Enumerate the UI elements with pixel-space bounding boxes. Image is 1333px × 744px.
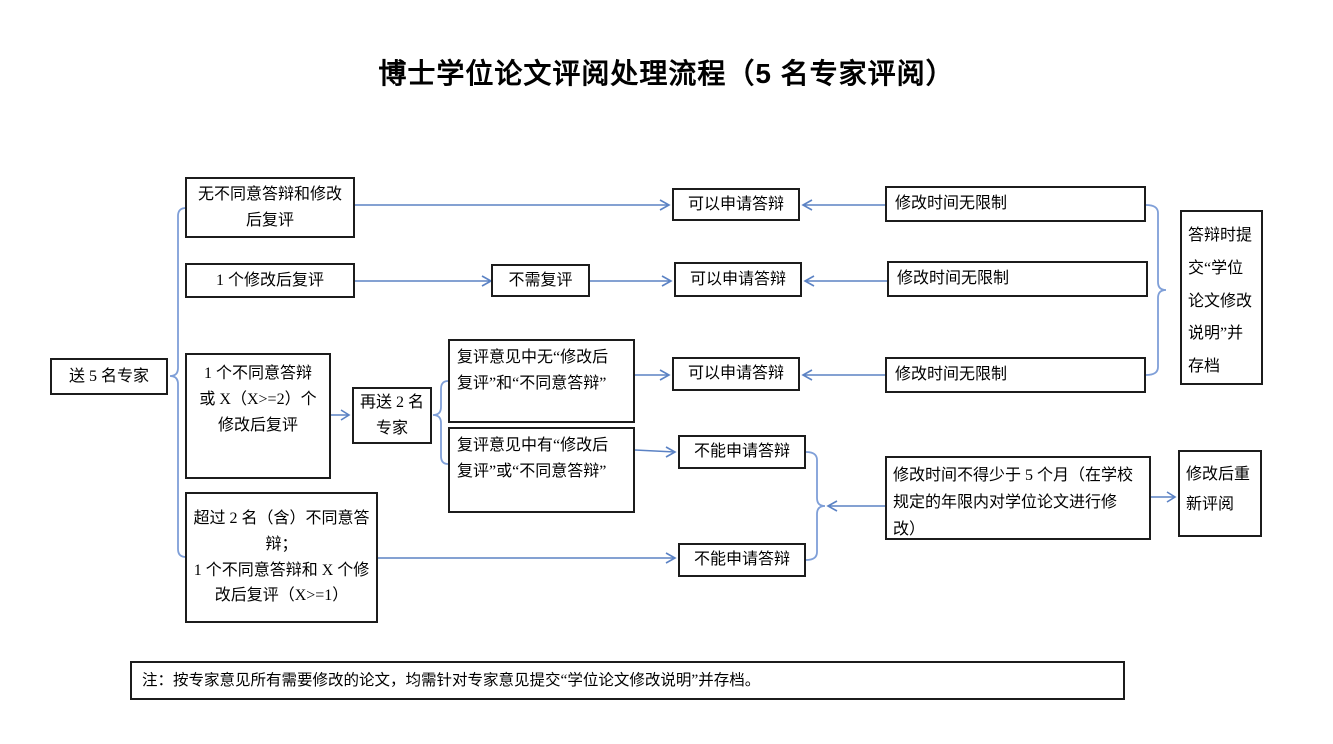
node-recheck-without-terms: 复评意见中无“修改后 复评”和“不同意答辩” <box>448 339 635 423</box>
node-can-apply-defense-2: 可以申请答辩 <box>674 262 802 297</box>
node-cannot-apply-defense-2: 不能申请答辩 <box>678 543 806 577</box>
node-send-5-experts: 送 5 名专家 <box>50 358 168 395</box>
node-archive-statement: 答辩时提 交“学位 论文修改 说明”并 存档 <box>1180 210 1263 385</box>
arrowhead <box>826 500 838 512</box>
node-time-unlimited-1: 修改时间无限制 <box>885 186 1146 222</box>
node-recheck-with-terms: 复评意见中有“修改后 复评”或“不同意答辩” <box>448 427 635 513</box>
node-no-objection-branch: 无不同意答辩和修改 后复评 <box>185 177 355 238</box>
cannot-apply-bracket <box>805 451 826 561</box>
arrowhead <box>801 369 813 381</box>
node-can-apply-defense-1: 可以申请答辩 <box>672 188 800 221</box>
arrowhead <box>801 199 813 211</box>
node-resend-two-experts: 再送 2 名 专家 <box>352 387 432 444</box>
time-unlimited-bracket <box>1145 204 1167 376</box>
node-rereview-after-revision: 修改后重 新评阅 <box>1178 450 1262 537</box>
node-no-recheck-needed: 不需复评 <box>491 264 590 297</box>
node-five-months-rule: 修改时间不得少于 5 个月（在学校 规定的年限内对学位论文进行修 改） <box>885 456 1151 540</box>
node-time-unlimited-3: 修改时间无限制 <box>885 357 1146 393</box>
arrowhead <box>665 446 677 458</box>
footnote-box: 注：按专家意见所有需要修改的论文，均需针对专家意见提交“学位论文修改说明”并存档… <box>130 661 1125 700</box>
arrowhead <box>803 275 815 287</box>
node-one-recheck-branch: 1 个修改后复评 <box>185 263 355 298</box>
node-one-disagree-branch: 1 个不同意答辩 或 X（X>=2）个 修改后复评 <box>185 353 331 479</box>
node-over-two-disagree-branch: 超过 2 名（含）不同意答 辩； 1 个不同意答辩和 X 个修 改后复评（X>=… <box>185 492 378 623</box>
arrow-recheckyes-to-cannot1 <box>634 449 676 453</box>
arrowhead <box>665 552 677 564</box>
arrowhead <box>659 369 671 381</box>
page-title: 博士学位论文评阅处理流程（5 名专家评阅） <box>378 58 955 89</box>
node-can-apply-defense-3: 可以申请答辩 <box>672 357 800 391</box>
arrowhead <box>659 199 671 211</box>
arrowhead <box>340 409 351 421</box>
node-time-unlimited-2: 修改时间无限制 <box>887 261 1148 297</box>
node-cannot-apply-defense-1: 不能申请答辩 <box>678 435 806 469</box>
arrowhead <box>1166 491 1177 503</box>
start-fanout-bracket <box>169 207 187 558</box>
resend-fanout-bracket <box>432 380 449 465</box>
arrowhead <box>661 275 673 287</box>
